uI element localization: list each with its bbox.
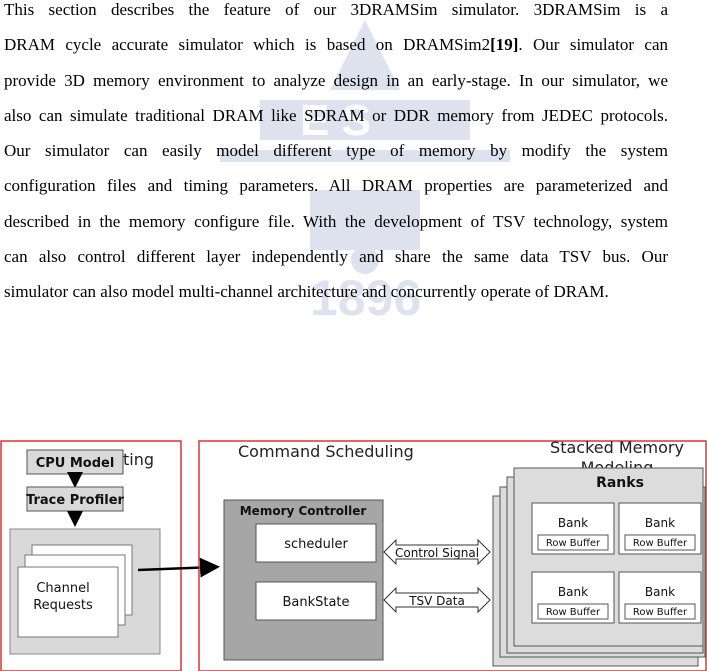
control-signal-arrow [383,538,491,566]
section-paragraph: This section describes the feature of ou… [4,0,668,310]
trace-to-scheduler-arrow [137,557,220,578]
paragraph-line-2-tail: . Our simulator can [518,35,668,55]
bankstate-box [255,581,377,621]
cpu-model-label: CPU Model [36,456,115,471]
watermark-letters: E S [300,96,371,145]
bank-label: Bank [645,516,675,530]
scheduler-label: scheduler [284,537,348,552]
channel-requests-box [17,566,119,638]
paragraph-line-2-head: DRAM cycle accurate simulator which is b… [4,35,491,55]
paragraph-line-3: provide 3D memory environment to analyze… [4,70,668,90]
bank-top-right: Bank Row Buffer [618,502,702,555]
row-buffer-label: Row Buffer [633,607,688,618]
citation-ref: [19] [490,35,519,55]
paragraph-line-8: can also control different layer indepen… [4,247,668,267]
command-scheduling-title: Command Scheduling [238,442,414,461]
memory-controller-label: Memory Controller [240,504,367,518]
paragraph-line-9: simulator can also model multi-channel a… [4,282,609,302]
paragraph-line-4: also can simulate traditional DRAM like … [4,105,668,125]
cpu-model-box-main [26,449,124,475]
bank-bottom-left: Bank Row Buffer [531,571,615,624]
simulator-architecture-diagram: Trace Splitting CPU Model Trace Profiler… [0,438,707,671]
paragraph-line-1: This section describes the feature of ou… [4,0,668,19]
bank-top-left: Bank Row Buffer [531,502,615,555]
control-signal-label: Control Signal [395,546,479,560]
paragraph-line-6: configuration files and timing parameter… [4,176,668,196]
university-seal-watermark: E S 1896 [220,20,510,326]
row-buffer-label: Row Buffer [546,607,601,618]
trace-profiler-box [26,486,124,512]
trace-profiler-label: Trace Profiler [26,493,124,508]
bank-label: Bank [558,585,588,599]
paragraph-line-7: described in the memory configure file. … [4,211,668,231]
bankstate-label: BankState [282,595,349,610]
channel-requests-label-1: Channel [36,581,89,596]
stacked-memory-title-1: Stacked Memory [550,438,684,457]
watermark-year: 1896 [310,270,421,326]
bank-bottom-right: Bank Row Buffer [618,571,702,624]
bank-label: Bank [645,585,675,599]
channel-requests-label-2: Requests [33,598,93,613]
paragraph-line-2: DRAM cycle accurate simulator which is b… [4,27,668,62]
bank-label: Bank [558,516,588,530]
paragraph-line-5: Our simulator can easily model different… [4,141,668,161]
row-buffer-label: Row Buffer [633,538,688,549]
row-buffer-label: Row Buffer [546,538,601,549]
ranks-label: Ranks [596,475,644,491]
tsv-data-arrow [383,586,491,614]
command-scheduling-panel [198,440,707,671]
scheduler-box [255,523,377,563]
tsv-data-label: TSV Data [408,594,465,608]
trace-splitting-panel [0,440,182,671]
